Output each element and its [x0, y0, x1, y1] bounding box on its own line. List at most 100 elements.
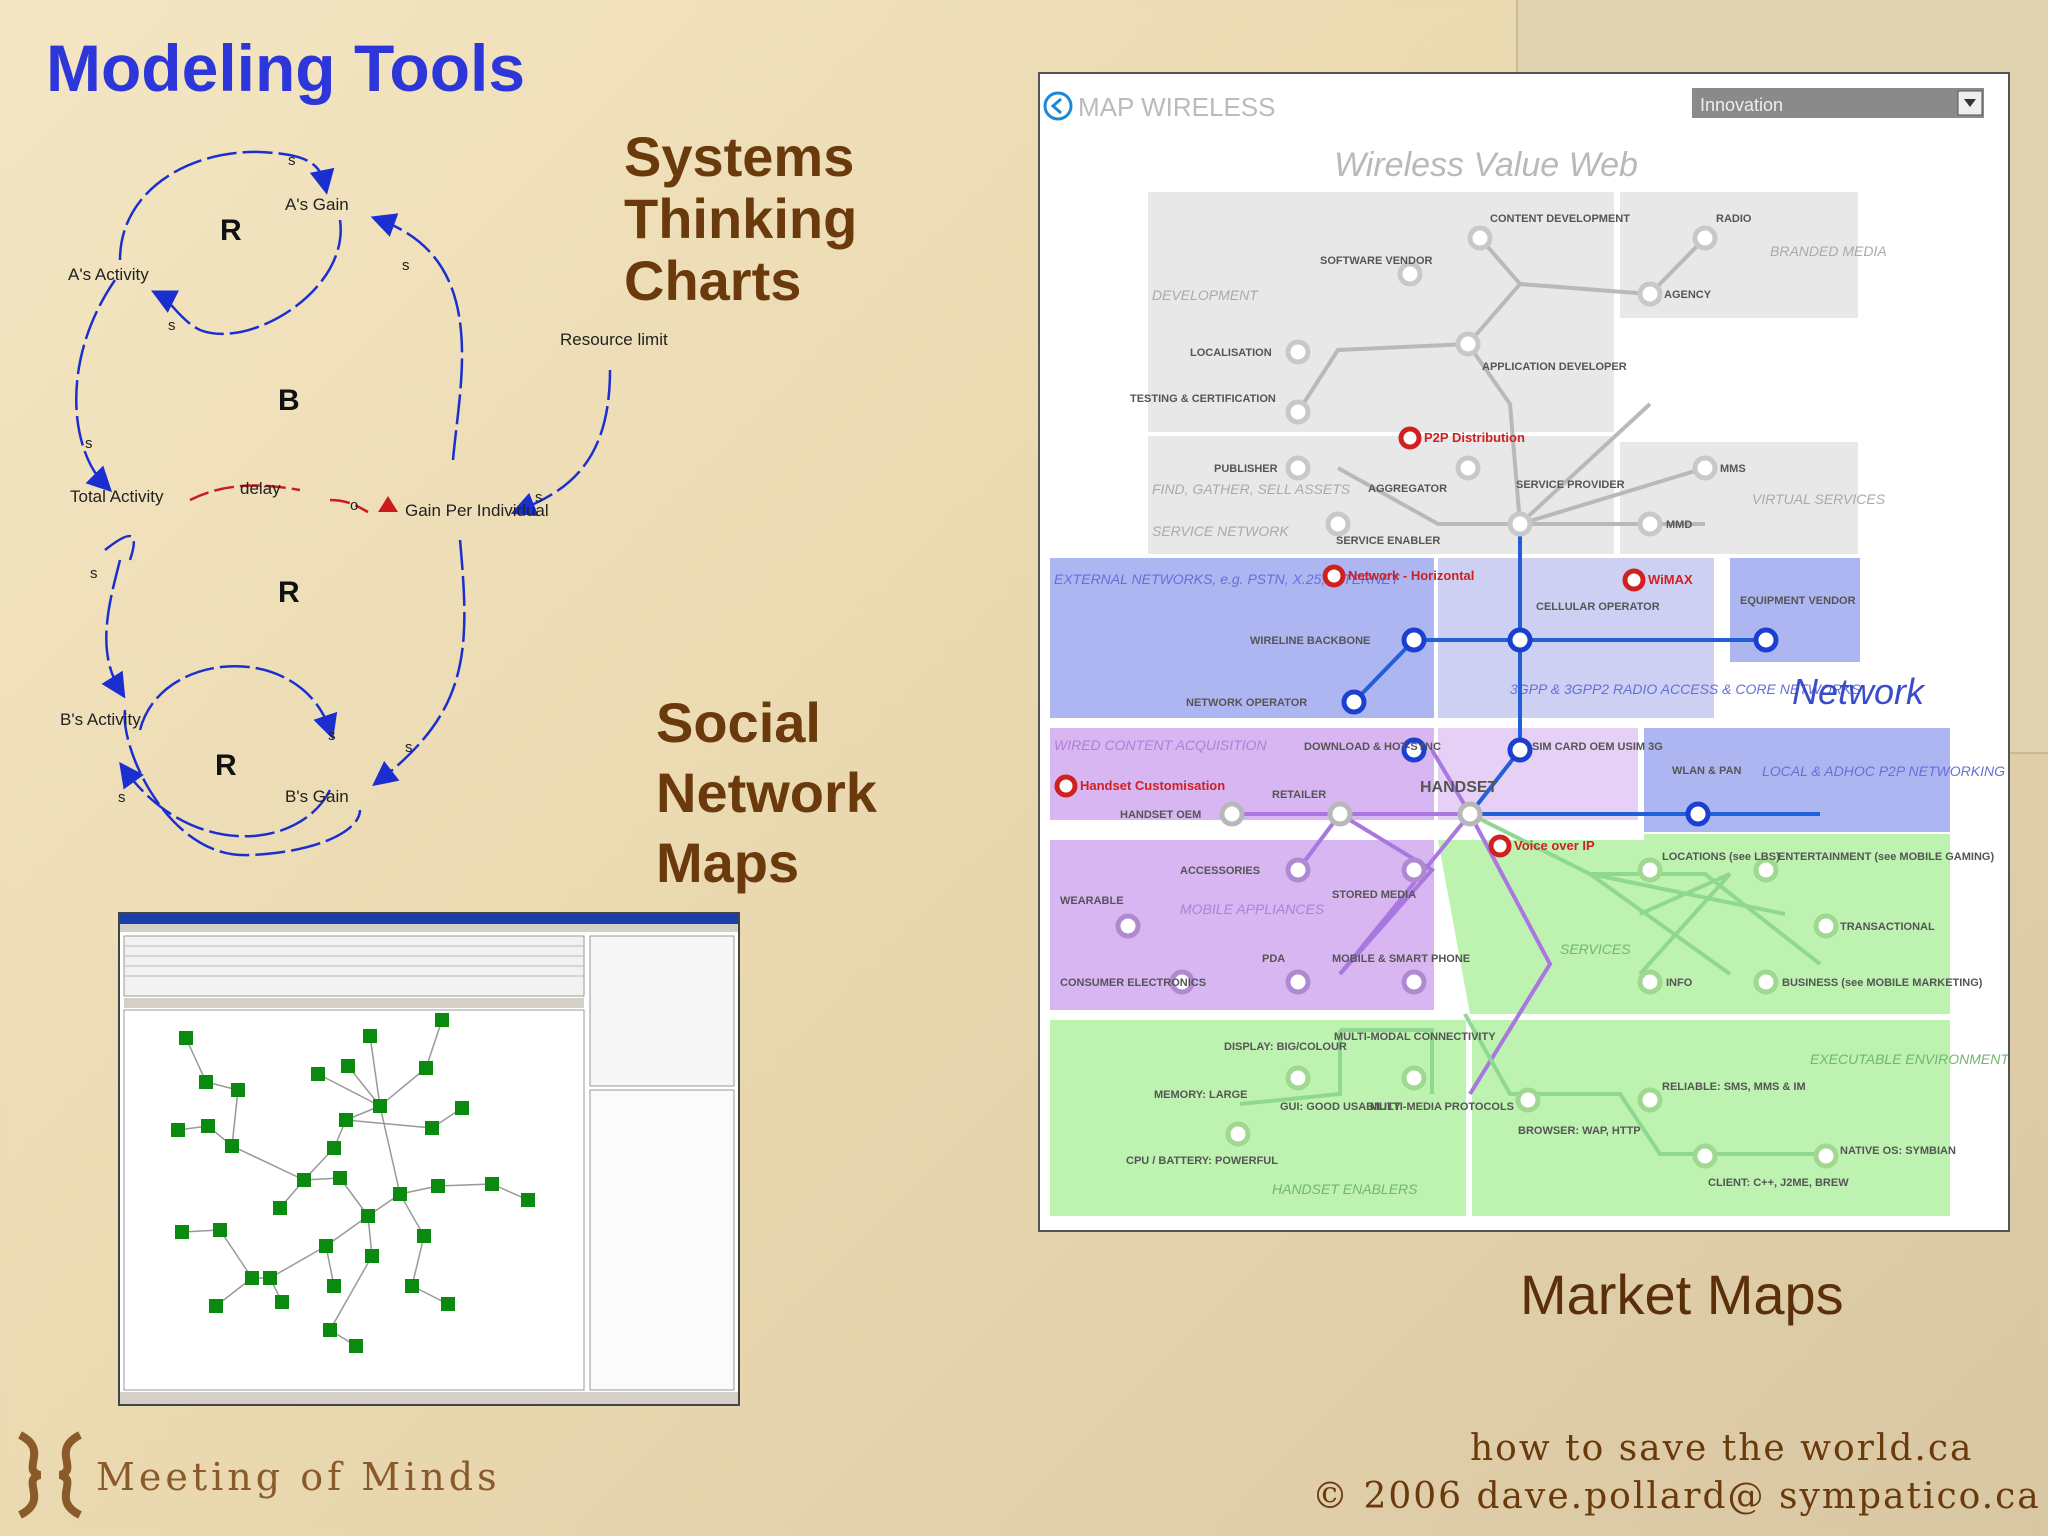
polarity-label: s	[405, 739, 413, 756]
node-label: TESTING & CERTIFICATION	[1130, 393, 1276, 405]
node-label: RELIABLE: SMS, MMS & IM	[1662, 1081, 1806, 1093]
highlight-marker	[1622, 568, 1646, 592]
sna-node	[323, 1323, 337, 1337]
sna-node	[419, 1061, 433, 1075]
node-label: EQUIPMENT VENDOR	[1740, 595, 1856, 607]
market-map-canvas: MAP WIRELESS Innovation Wireless Value W…	[1043, 88, 2019, 1216]
node-label: BUSINESS (see MOBILE MARKETING)	[1782, 977, 1983, 989]
node-label: CONTENT DEVELOPMENT	[1490, 213, 1630, 225]
polarity-label: s	[535, 489, 543, 506]
label-line: Network	[656, 761, 877, 824]
sna-node	[455, 1101, 469, 1115]
region-label: SERVICES	[1560, 941, 1631, 957]
node-label: SIM CARD OEM USIM 3G	[1532, 741, 1663, 753]
node-label: AGGREGATOR	[1368, 483, 1447, 495]
node-delay: delay	[240, 479, 281, 498]
region-label: WIRED CONTENT ACQUISITION	[1054, 737, 1267, 753]
region-label: BRANDED MEDIA	[1770, 243, 1887, 259]
sna-node	[179, 1031, 193, 1045]
node-total-activity: Total Activity	[70, 487, 164, 506]
node-label: HANDSET	[1420, 779, 1498, 796]
sna-node	[273, 1201, 287, 1215]
back-icon	[1043, 91, 1073, 121]
map-header: MAP WIRELESS	[1078, 92, 1275, 122]
highlight-label: Voice over IP	[1514, 838, 1595, 853]
region-label-network: Network	[1792, 671, 1926, 712]
sna-node	[373, 1099, 387, 1113]
label-line: Social	[656, 691, 821, 754]
page-title: Modeling Tools	[46, 31, 526, 105]
node-label: SOFTWARE VENDOR	[1320, 255, 1433, 267]
sna-node	[209, 1299, 223, 1313]
label-line: Charts	[624, 249, 802, 312]
sna-window	[120, 914, 738, 1404]
node-label: APPLICATION DEVELOPER	[1482, 361, 1627, 373]
market-map: MAP WIRELESS Innovation Wireless Value W…	[1038, 72, 2019, 1232]
region-label: VIRTUAL SERVICES	[1752, 491, 1886, 507]
market-maps-label: Market Maps	[1520, 1263, 1844, 1326]
logo-text: Meeting of Minds	[96, 1455, 501, 1499]
arrow-b-gain-to-b-activity	[119, 761, 332, 838]
label-line: Maps	[656, 831, 800, 894]
node-label: PDA	[1262, 953, 1285, 965]
node-label: BROWSER: WAP, HTTP	[1518, 1125, 1641, 1137]
sna-edge	[269, 1245, 327, 1279]
sna-node	[275, 1295, 289, 1309]
sna-node	[441, 1297, 455, 1311]
polarity-label: o	[350, 497, 358, 514]
node-label: TRANSACTIONAL	[1840, 921, 1935, 933]
sna-node	[245, 1271, 259, 1285]
sna-edge	[425, 1019, 443, 1069]
sna-node	[297, 1173, 311, 1187]
node-label: ENTERTAINMENT (see MOBILE GAMING)	[1778, 851, 1994, 863]
sna-node	[365, 1249, 379, 1263]
highlight-label: Handset Customisation	[1080, 778, 1225, 793]
dropdown-value: Innovation	[1700, 95, 1783, 115]
node-label: MMD	[1666, 519, 1692, 531]
sna-edge	[329, 1255, 373, 1331]
region-equipment	[1730, 558, 1860, 662]
sna-edge	[317, 1073, 381, 1107]
sna-node	[171, 1123, 185, 1137]
node-label: CPU / BATTERY: POWERFUL	[1126, 1155, 1278, 1167]
sna-node	[425, 1121, 439, 1135]
sna-node	[175, 1225, 189, 1239]
node-label: WIRELINE BACKBONE	[1250, 635, 1370, 647]
node-label: PUBLISHER	[1214, 463, 1278, 475]
sna-node	[311, 1067, 325, 1081]
arrow-b-activity-to-b-gain	[138, 665, 338, 740]
polarity-label: s	[118, 789, 126, 806]
node-label: WLAN & PAN	[1672, 765, 1742, 777]
systems-thinking-label: Systems Thinking Charts	[624, 126, 857, 312]
region-find-gather	[1148, 436, 1614, 554]
node-label: NATIVE OS: SYMBIAN	[1840, 1145, 1956, 1157]
highlight-label: Network - Horizontal	[1348, 568, 1474, 583]
sna-node	[363, 1029, 377, 1043]
highlight-marker	[1398, 426, 1422, 450]
node-label: GUI: GOOD USABILITY	[1280, 1101, 1402, 1113]
sna-edge	[411, 1235, 425, 1287]
node-label: MOBILE & SMART PHONE	[1332, 953, 1470, 965]
chevron-down-icon	[1964, 99, 1976, 107]
arrow-gain-to-b-gain	[372, 539, 466, 787]
node-label: RADIO	[1716, 213, 1752, 225]
label-line: Thinking	[624, 187, 858, 250]
innovation-dropdown[interactable]	[1692, 88, 1984, 118]
polarity-label: s	[90, 565, 98, 582]
arrow-total-loop	[104, 534, 136, 561]
region-wired-content	[1050, 728, 1434, 820]
loop-marker-r1: R	[220, 214, 242, 247]
polarity-label: s	[288, 152, 296, 169]
node-label: MMS	[1720, 463, 1746, 475]
sna-edge	[379, 1105, 401, 1195]
sna-node	[333, 1171, 347, 1185]
sna-node	[361, 1209, 375, 1223]
sna-node	[199, 1075, 213, 1089]
loop-marker-b: B	[278, 384, 300, 417]
sna-node	[417, 1229, 431, 1243]
loop-marker-r2: R	[278, 576, 300, 609]
node-label: LOCATIONS (see LBS)	[1662, 851, 1780, 863]
node-b-activity: B's Activity	[60, 710, 141, 729]
sna-edge	[231, 1089, 239, 1147]
region-handset-enablers	[1050, 1020, 1466, 1216]
